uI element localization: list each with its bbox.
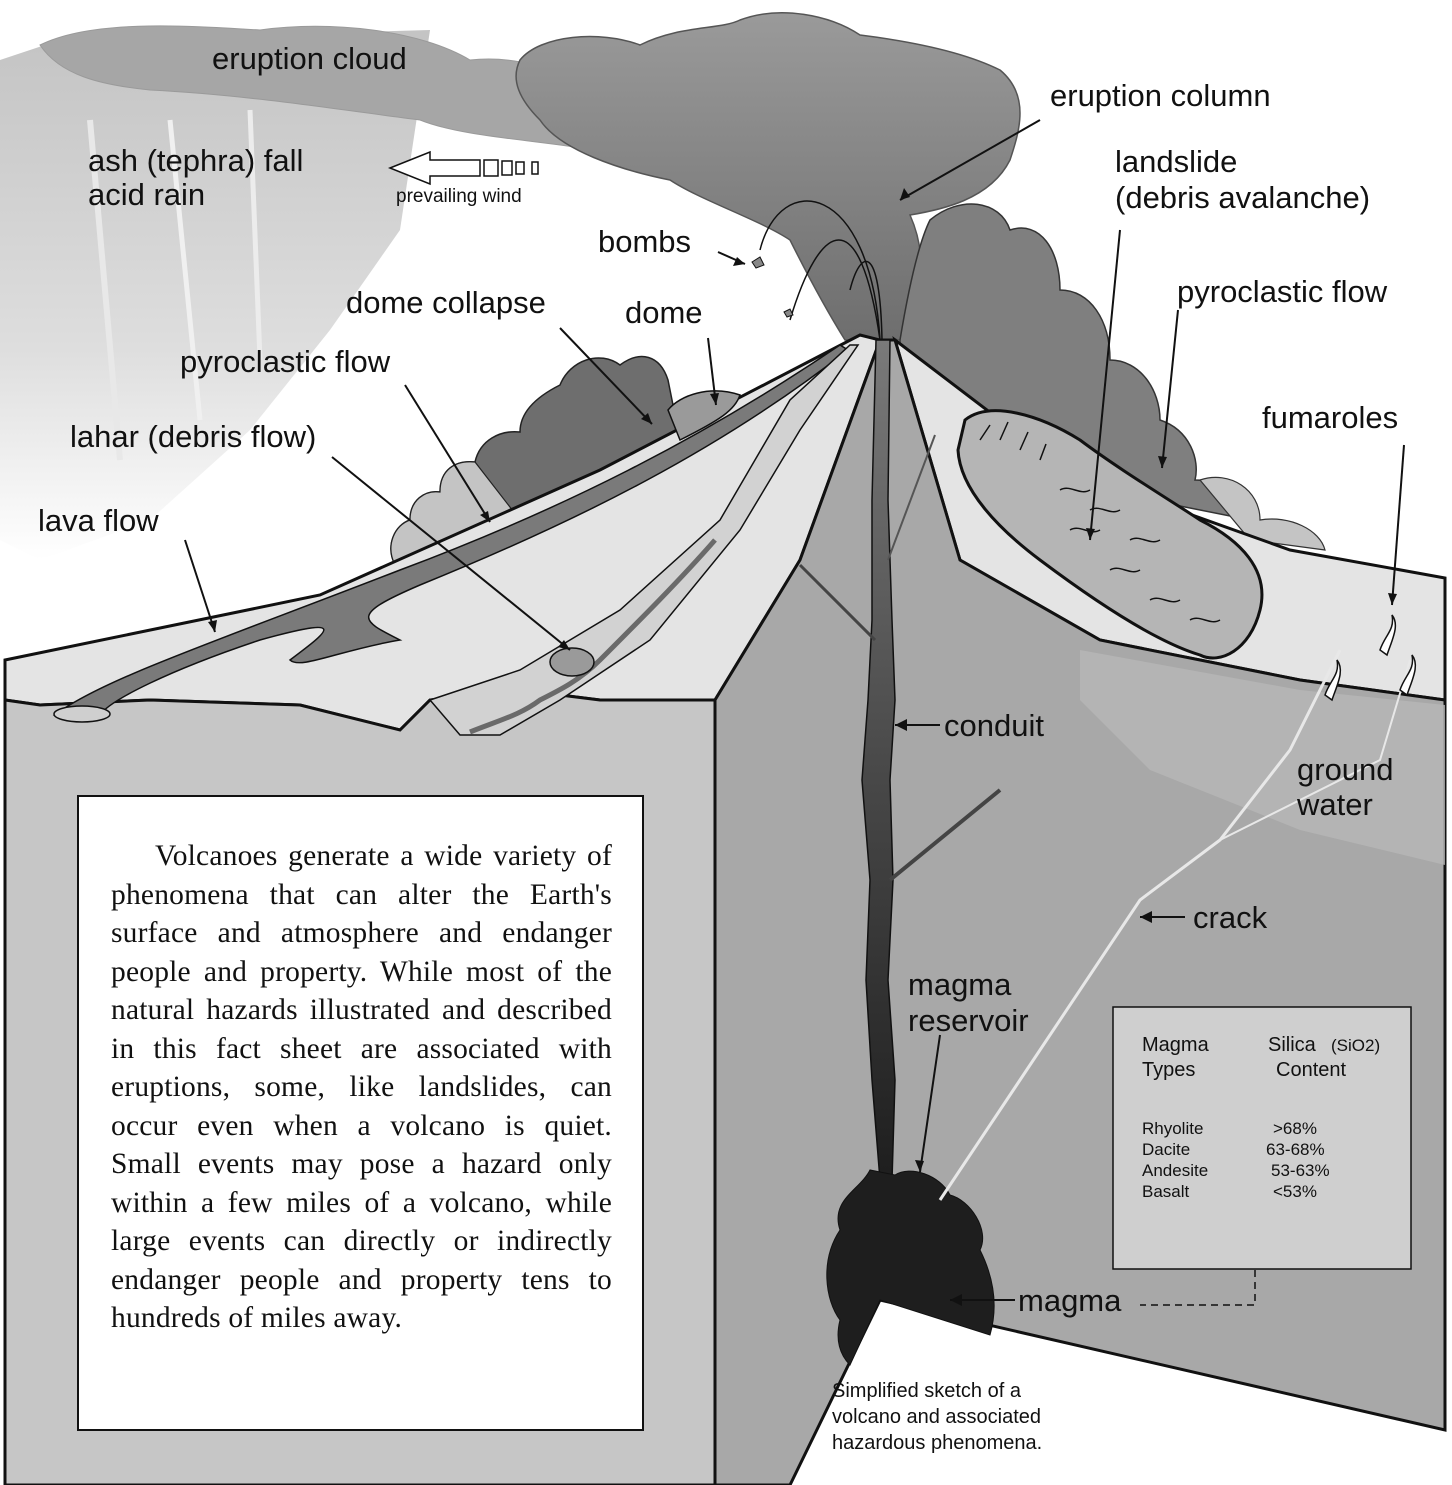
label-bombs: bombs [598, 224, 691, 259]
description-box: Volcanoes generate a wide variety of phe… [77, 795, 644, 1431]
label-ash-fall: ash (tephra) fall [88, 143, 303, 178]
label-lahar: lahar (debris flow) [70, 419, 316, 454]
label-magma-reservoir-1: magma [908, 967, 1012, 1002]
label-magma: magma [1018, 1283, 1122, 1318]
label-water: water [1296, 787, 1373, 822]
table-header-types: Types [1142, 1059, 1195, 1081]
label-ground: ground [1297, 752, 1394, 787]
label-eruption-cloud: eruption cloud [212, 41, 407, 76]
label-dome-collapse: dome collapse [346, 285, 546, 320]
label-magma-reservoir-2: reservoir [908, 1003, 1029, 1038]
label-dome: dome [625, 295, 703, 330]
label-prevailing-wind: prevailing wind [396, 186, 522, 207]
table-row-type: Basalt [1142, 1182, 1190, 1201]
table-row-silica: >68% [1273, 1119, 1317, 1138]
label-pyroclastic-flow-left: pyroclastic flow [180, 344, 391, 379]
table-row-type: Dacite [1142, 1140, 1190, 1159]
prevailing-wind-arrow [390, 152, 538, 184]
label-crack: crack [1193, 900, 1268, 935]
label-eruption-column: eruption column [1050, 78, 1271, 113]
label-conduit: conduit [944, 708, 1044, 743]
label-lava-flow: lava flow [38, 503, 159, 538]
caption-line-1: Simplified sketch of a [832, 1380, 1022, 1402]
table-header-content: Content [1276, 1059, 1346, 1081]
label-acid-rain: acid rain [88, 177, 205, 212]
table-header-formula: (SiO2) [1331, 1036, 1380, 1055]
label-pyroclastic-flow-right: pyroclastic flow [1177, 274, 1388, 309]
table-header-silica: Silica [1268, 1034, 1317, 1056]
table-row-silica: 53-63% [1271, 1161, 1330, 1180]
label-debris-avalanche: (debris avalanche) [1115, 180, 1370, 215]
description-text: Volcanoes generate a wide variety of phe… [111, 837, 612, 1338]
table-row-type: Rhyolite [1142, 1119, 1203, 1138]
label-fumaroles: fumaroles [1262, 400, 1398, 435]
table-row-silica: <53% [1273, 1182, 1317, 1201]
table-row-silica: 63-68% [1266, 1140, 1325, 1159]
label-landslide: landslide [1115, 144, 1237, 179]
table-row-type: Andesite [1142, 1161, 1208, 1180]
caption-line-2: volcano and associated [832, 1406, 1041, 1428]
table-header-magma: Magma [1142, 1034, 1210, 1056]
caption-line-3: hazardous phenomena. [832, 1432, 1042, 1454]
